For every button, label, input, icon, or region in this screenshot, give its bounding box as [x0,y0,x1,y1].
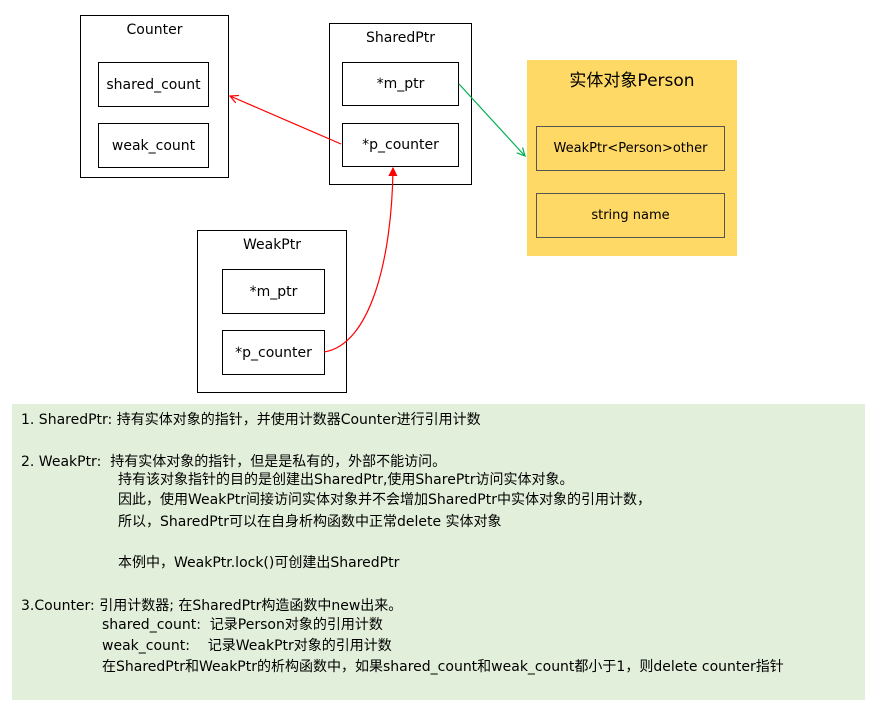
note-weakptr-2: 持有该对象指针的目的是创建出SharedPtr,使用SharePtr访问实体对象… [118,472,574,488]
weakptr-title: WeakPtr [242,237,301,253]
weakptr-box: WeakPtr *m_ptr *p_counter [197,230,347,393]
weakptr-m-ptr: *m_ptr [222,269,325,314]
person-name-field: string name [536,193,725,238]
person-other-field: WeakPtr<Person>other [536,126,725,171]
person-box: 实体对象Person WeakPtr<Person>other string n… [527,60,737,256]
arrow-pcounter-to-counter [230,96,342,145]
sharedptr-box: SharedPtr *m_ptr *p_counter [329,23,472,185]
sharedptr-title: SharedPtr [366,30,435,46]
note-sharedptr: 1. SharedPtr: 持有实体对象的指针，并使用计数器Counter进行引… [21,412,481,428]
arrow-weak-pcounter-to-shared-pcounter [323,168,393,353]
note-weakptr-5: 本例中，WeakPtr.lock()可创建出SharedPtr [118,555,400,571]
note-counter-4: 在SharedPtr和WeakPtr的析构函数中，如果shared_count和… [102,659,784,675]
sharedptr-m-ptr: *m_ptr [342,62,459,106]
notes-panel: 1. SharedPtr: 持有实体对象的指针，并使用计数器Counter进行引… [12,404,865,700]
counter-box: Counter shared_count weak_count [80,15,229,178]
note-counter-1: 3.Counter: 引用计数器; 在SharedPtr构造函数中new出来。 [21,598,403,614]
note-counter-3: weak_count: 记录WeakPtr对象的引用计数 [102,638,392,654]
arrow-mptr-to-person [458,83,525,156]
sharedptr-p-counter: *p_counter [342,123,459,167]
note-weakptr-3: 因此，使用WeakPtr间接访问实体对象并不会增加SharedPtr中实体对象的… [118,492,651,508]
counter-shared-count: shared_count [98,62,209,107]
person-title: 实体对象Person [569,71,695,91]
counter-weak-count: weak_count [98,123,209,168]
note-weakptr-4: 所以，SharedPtr可以在自身析构函数中正常delete 实体对象 [118,514,502,530]
note-counter-2: shared_count: 记录Person对象的引用计数 [102,617,383,633]
note-weakptr-1: 2. WeakPtr: 持有实体对象的指针，但是是私有的，外部不能访问。 [21,454,447,470]
counter-title: Counter [126,22,183,38]
connector-layer [0,83,878,353]
